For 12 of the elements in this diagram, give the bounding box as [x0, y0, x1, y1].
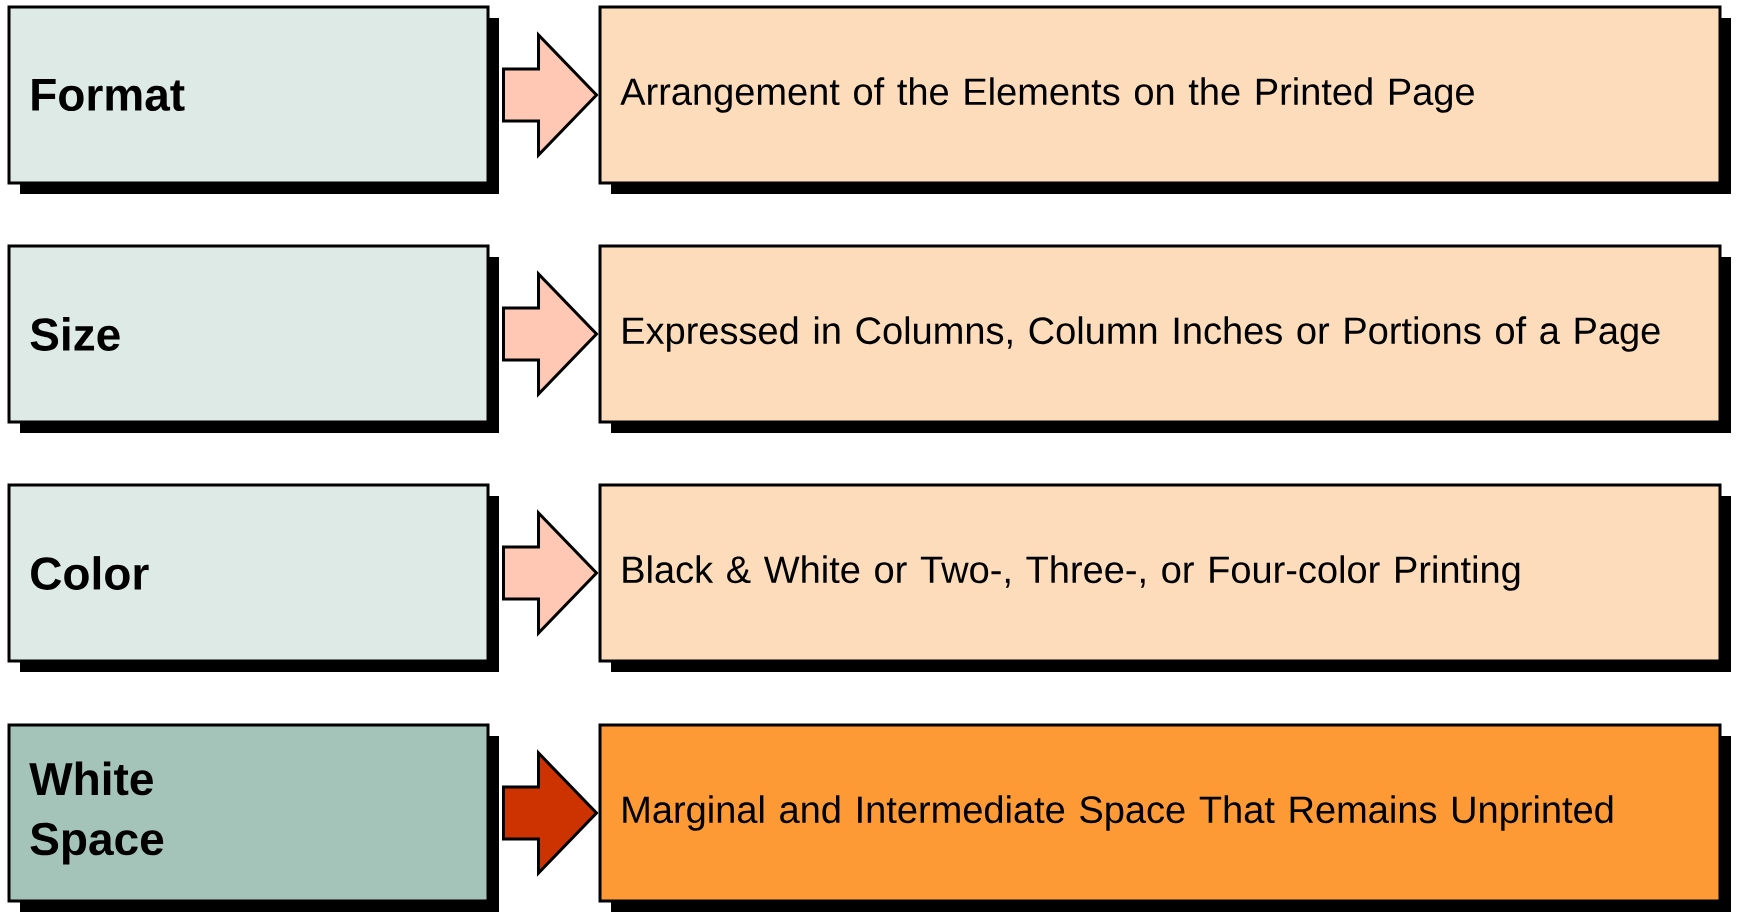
block-arrow	[502, 749, 599, 877]
term-box: Color	[7, 483, 499, 672]
description-box: Arrangement of the Elements on the Printed Page	[598, 5, 1731, 194]
term-box: Size	[7, 244, 499, 433]
block-arrow	[502, 31, 599, 159]
description-box: Black & White or Two-, Three-, or Four-color Printing	[598, 483, 1731, 672]
block-arrow	[502, 270, 599, 398]
block-arrow	[502, 509, 599, 637]
term-box: White Space	[7, 723, 499, 912]
term-box: Format	[7, 5, 499, 194]
description-box: Expressed in Columns, Column Inches or Portions of a Page	[598, 244, 1731, 433]
description-box: Marginal and Intermediate Space That Remains Unprinted	[598, 723, 1731, 912]
